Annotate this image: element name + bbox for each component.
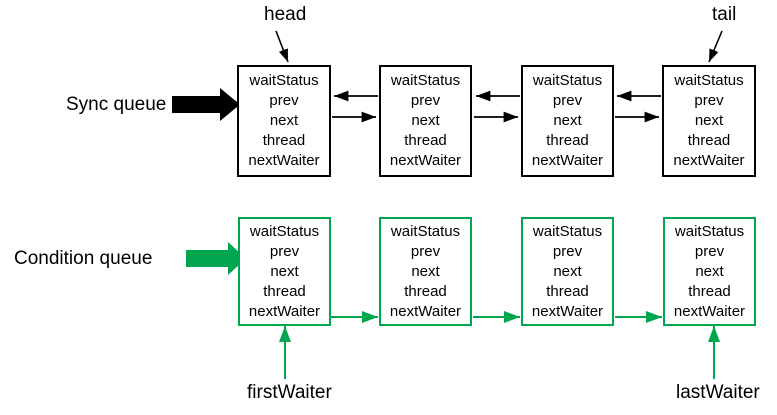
sync-node-1[interactable]: waitStatus prev next thread nextWaiter bbox=[237, 65, 331, 177]
node-field-nextwaiter: nextWaiter bbox=[531, 152, 604, 169]
node-field-prev: prev bbox=[269, 92, 299, 109]
node-field-thread: thread bbox=[688, 282, 731, 300]
node-field-nextwaiter: nextWaiter bbox=[248, 302, 321, 320]
last-waiter-label: lastWaiter bbox=[676, 382, 760, 403]
node-field-next: next bbox=[553, 262, 582, 280]
tail-pointer-arrow bbox=[708, 30, 723, 63]
sync-link-3-4 bbox=[615, 90, 661, 123]
node-field-next: next bbox=[269, 112, 299, 129]
node-field-thread: thread bbox=[404, 132, 447, 149]
node-field-nextwaiter: nextWaiter bbox=[248, 152, 320, 169]
condition-queue-block-arrow bbox=[186, 242, 246, 275]
first-waiter-label: firstWaiter bbox=[247, 382, 332, 403]
node-field-waitstatus: waitStatus bbox=[249, 222, 320, 240]
sync-link-2-3 bbox=[474, 90, 520, 123]
node-field-thread: thread bbox=[546, 282, 589, 300]
node-field-nextwaiter: nextWaiter bbox=[389, 152, 462, 169]
node-field-next: next bbox=[411, 112, 440, 129]
node-field-thread: thread bbox=[263, 282, 306, 300]
node-field-next: next bbox=[411, 262, 440, 280]
node-field-waitstatus: waitStatus bbox=[390, 222, 461, 240]
condition-node-4[interactable]: waitStatus prev next thread nextWaiter bbox=[663, 217, 756, 326]
tail-label: tail bbox=[712, 4, 737, 25]
node-field-nextwaiter: nextWaiter bbox=[673, 152, 745, 169]
head-label: head bbox=[264, 4, 307, 25]
node-field-prev: prev bbox=[552, 242, 583, 260]
node-field-prev: prev bbox=[694, 92, 724, 109]
node-field-waitstatus: waitStatus bbox=[674, 222, 745, 240]
node-field-next: next bbox=[270, 262, 299, 280]
node-field-next: next bbox=[695, 262, 724, 280]
node-field-thread: thread bbox=[687, 132, 731, 149]
node-field-nextwaiter: nextWaiter bbox=[531, 302, 604, 320]
node-field-prev: prev bbox=[269, 242, 300, 260]
node-field-waitstatus: waitStatus bbox=[249, 72, 319, 89]
condition-queue-label: Condition queue bbox=[14, 248, 153, 269]
sync-queue-label: Sync queue bbox=[66, 94, 167, 115]
node-field-thread: thread bbox=[262, 132, 306, 149]
head-pointer-arrow bbox=[275, 30, 289, 63]
condition-node-1[interactable]: waitStatus prev next thread nextWaiter bbox=[238, 217, 331, 326]
node-field-nextwaiter: nextWaiter bbox=[673, 302, 746, 320]
node-field-prev: prev bbox=[552, 92, 583, 109]
node-field-prev: prev bbox=[410, 242, 441, 260]
node-field-prev: prev bbox=[410, 92, 441, 109]
sync-node-2[interactable]: waitStatus prev next thread nextWaiter bbox=[379, 65, 472, 177]
node-field-waitstatus: waitStatus bbox=[532, 72, 603, 89]
node-field-thread: thread bbox=[546, 132, 589, 149]
sync-link-1-2 bbox=[332, 90, 378, 123]
node-field-prev: prev bbox=[694, 242, 725, 260]
sync-queue-block-arrow bbox=[172, 88, 240, 121]
condition-node-3[interactable]: waitStatus prev next thread nextWaiter bbox=[521, 217, 614, 326]
node-field-thread: thread bbox=[404, 282, 447, 300]
sync-node-4[interactable]: waitStatus prev next thread nextWaiter bbox=[662, 65, 756, 177]
node-field-next: next bbox=[553, 112, 582, 129]
node-field-waitstatus: waitStatus bbox=[532, 222, 603, 240]
condition-node-2[interactable]: waitStatus prev next thread nextWaiter bbox=[379, 217, 472, 326]
node-field-next: next bbox=[694, 112, 724, 129]
sync-node-3[interactable]: waitStatus prev next thread nextWaiter bbox=[521, 65, 614, 177]
node-field-waitstatus: waitStatus bbox=[674, 72, 744, 89]
node-field-waitstatus: waitStatus bbox=[390, 72, 461, 89]
node-field-nextwaiter: nextWaiter bbox=[389, 302, 462, 320]
